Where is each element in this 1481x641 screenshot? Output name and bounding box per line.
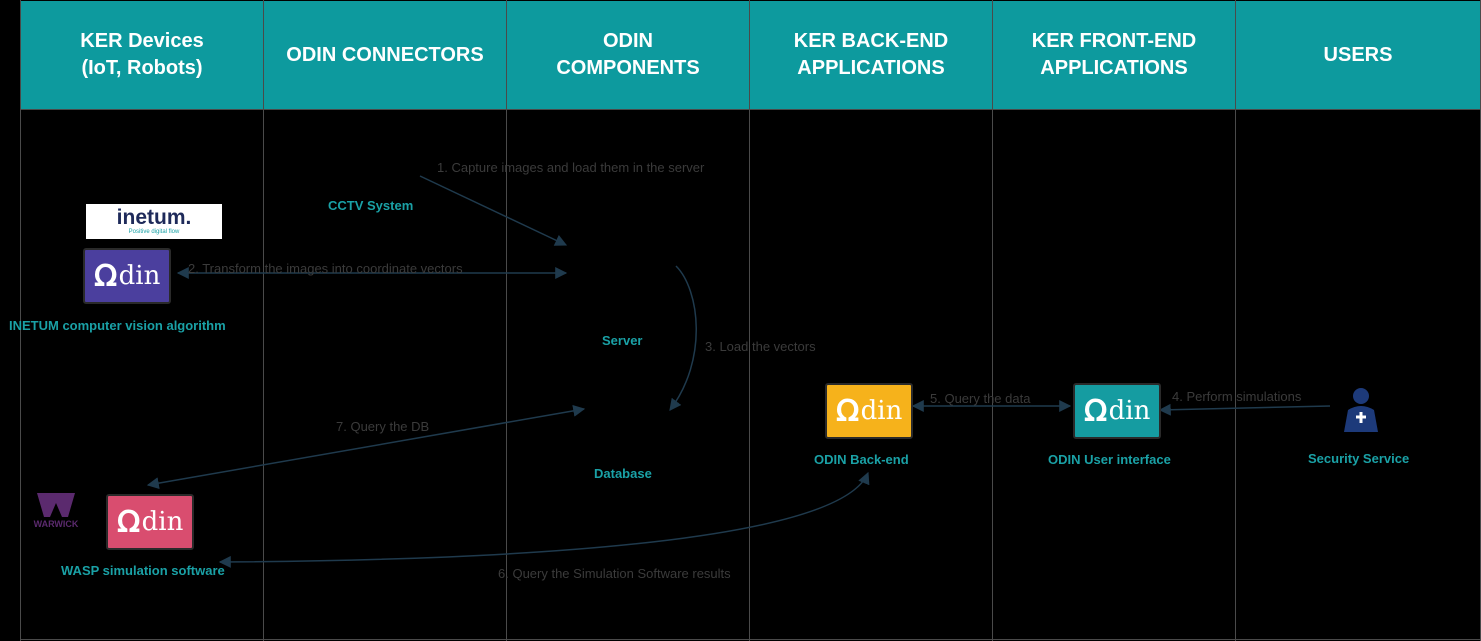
arrow-step-7: [146, 404, 586, 490]
step-5-label: 5. Query the data: [930, 391, 1031, 406]
odin-logo-text: din: [860, 396, 903, 426]
arrow-step-3: [669, 265, 697, 411]
server-label: Server: [602, 333, 643, 348]
odin-backend-label: ODIN Back-end: [814, 452, 909, 467]
inetum-algorithm-label: INETUM computer vision algorithm: [9, 318, 226, 333]
odin-logo-backend: 𝛀 din: [825, 383, 913, 439]
cctv-system-label: CCTV System: [328, 198, 414, 213]
column-header-odin-connectors: ODIN CONNECTORS: [264, 1, 506, 109]
odin-user-interface-label: ODIN User interface: [1048, 452, 1171, 467]
odin-logo-inetum: 𝛀 din: [83, 248, 171, 304]
column-divider: [263, 0, 264, 641]
column-header-ker-frontend: KER FRONT-END APPLICATIONS: [993, 1, 1235, 109]
inetum-logo: inetum. Positive digital flow: [86, 204, 222, 239]
row-divider: [20, 109, 1481, 110]
arrow-step-6: [218, 471, 870, 568]
odin-logo-text: din: [118, 261, 161, 291]
arrow-step-1: [419, 175, 568, 246]
column-divider: [20, 0, 21, 641]
odin-flame-icon: 𝛀: [1083, 393, 1108, 429]
odin-flame-icon: 𝛀: [116, 504, 141, 540]
odin-flame-icon: 𝛀: [93, 258, 118, 294]
row-divider: [20, 639, 1481, 640]
odin-logo-text: din: [1108, 396, 1151, 426]
user-icon: [1344, 388, 1378, 432]
arrow-step-4: [1158, 403, 1331, 416]
column-header-ker-devices: KER Devices (IoT, Robots): [21, 1, 263, 109]
inetum-logo-tagline: Positive digital flow: [128, 229, 180, 235]
database-label: Database: [594, 466, 652, 481]
odin-flame-icon: 𝛀: [835, 393, 860, 429]
column-header-odin-components: ODIN COMPONENTS: [507, 1, 749, 109]
step-6-label: 6. Query the Simulation Software results: [498, 566, 731, 581]
step-1-label: 1. Capture images and load them in the s…: [437, 160, 705, 175]
odin-logo-wasp: 𝛀 din: [106, 494, 194, 550]
column-divider: [506, 0, 507, 641]
odin-logo-user-interface: 𝛀 din: [1073, 383, 1161, 439]
step-4-label: 4. Perform simulations: [1172, 389, 1302, 404]
step-7-label: 7. Query the DB: [336, 419, 430, 434]
column-header-ker-backend: KER BACK-END APPLICATIONS: [750, 1, 992, 109]
column-divider: [992, 0, 993, 641]
column-divider: [749, 0, 750, 641]
warwick-w-icon: [37, 493, 75, 517]
warwick-logo-text: WARWICK: [33, 519, 79, 529]
step-2-label: 2. Transform the images into coordinate …: [188, 261, 463, 276]
security-service-label: Security Service: [1308, 451, 1410, 466]
column-header-users: USERS: [1236, 1, 1480, 109]
warwick-logo: WARWICK: [25, 491, 87, 539]
inetum-logo-name: inetum.: [116, 206, 192, 229]
column-divider: [1235, 0, 1236, 641]
step-3-label: 3. Load the vectors: [705, 339, 816, 354]
odin-logo-text: din: [141, 507, 184, 537]
wasp-software-label: WASP simulation software: [61, 563, 225, 578]
